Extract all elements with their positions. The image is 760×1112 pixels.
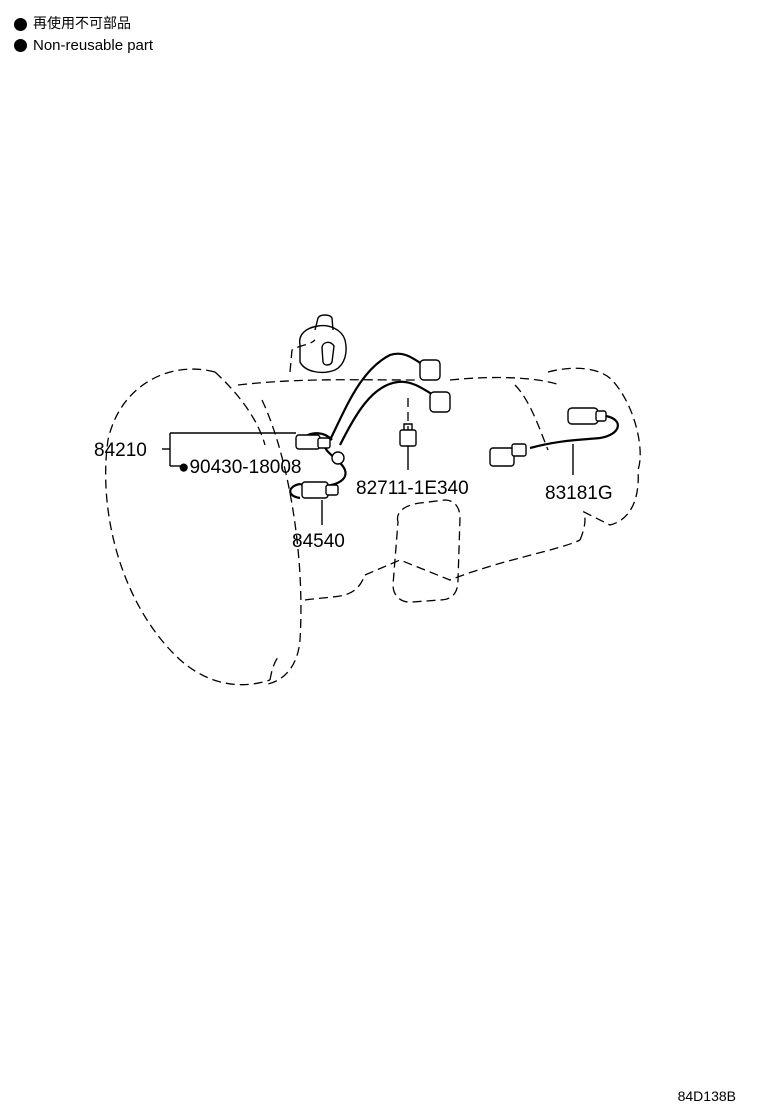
wire-harness — [289, 352, 451, 500]
legend: 再使用不可部品 Non-reusable part — [14, 14, 153, 56]
legend-row-jp: 再使用不可部品 — [14, 14, 153, 35]
connector-top — [419, 359, 441, 381]
part-84210-switch — [295, 434, 345, 465]
transmission-housing — [105, 314, 641, 686]
connector-mid — [429, 391, 451, 413]
label-82711: 82711-1E340 — [356, 478, 469, 499]
part-83181G-sensor — [489, 407, 619, 467]
part-82711-clamp — [399, 398, 417, 447]
bullet-icon — [14, 18, 27, 31]
part-84540-switch — [301, 481, 339, 499]
bullet-icon — [14, 39, 27, 52]
label-84540: 84540 — [292, 531, 345, 552]
label-83181G: 83181G — [545, 483, 613, 504]
legend-row-en: Non-reusable part — [14, 35, 153, 56]
label-90430: ●90430-18008 — [178, 457, 301, 478]
leader-lines — [162, 432, 574, 525]
legend-text-jp: 再使用不可部品 — [33, 16, 131, 32]
legend-text-en: Non-reusable part — [33, 37, 154, 54]
label-84210: 84210 — [94, 440, 147, 461]
diagram-code: 84D138B — [677, 1088, 736, 1104]
